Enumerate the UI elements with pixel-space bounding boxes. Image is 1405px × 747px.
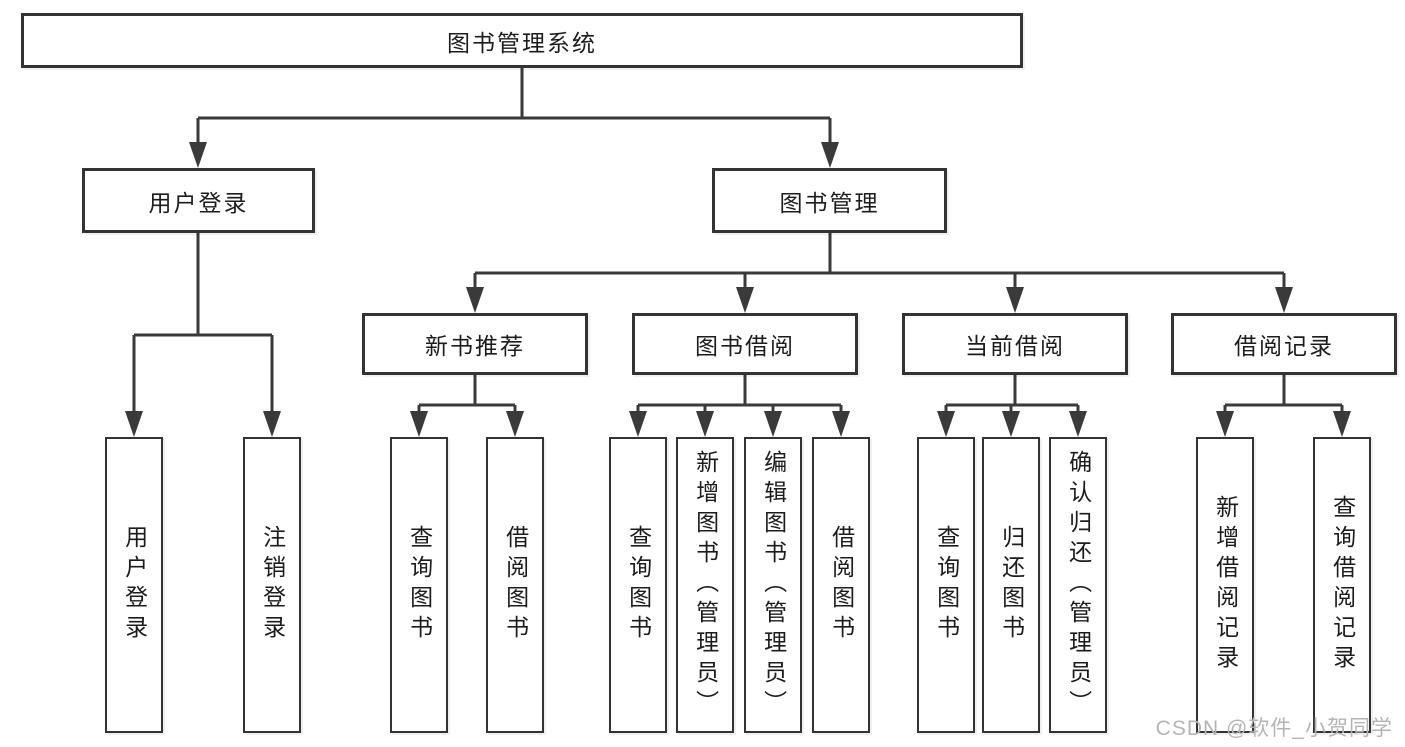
edge-book-borrow-to-leaves (636, 375, 843, 414)
node-leaf-edit-book-admin: 编辑图书（管理员） (744, 437, 802, 733)
arrow-down-icon (1275, 287, 1293, 313)
node-leaf-query-book-1: 查询图书 (390, 437, 448, 733)
node-leaf-user-login: 用户登录 (105, 437, 163, 733)
arrow-down-icon (189, 142, 207, 168)
watermark: CSDN @软件_小贺同学 (1155, 717, 1393, 740)
node-leaf-logout: 注销登录 (243, 437, 301, 733)
arrowheads (125, 142, 1351, 437)
node-leaf-query-book-3: 查询图书 (917, 437, 975, 733)
arrow-down-icon (629, 411, 647, 437)
node-user-login: 用户登录 (82, 168, 315, 233)
arrow-down-icon (1002, 411, 1020, 437)
node-leaf-query-book-2: 查询图书 (609, 437, 667, 733)
node-root: 图书管理系统 (21, 13, 1023, 68)
edge-root-to-level2 (196, 68, 832, 145)
node-leaf-return-book: 归还图书 (982, 437, 1040, 733)
node-book-mgmt: 图书管理 (712, 168, 947, 233)
arrow-down-icon (821, 142, 839, 168)
arrow-down-icon (506, 411, 524, 437)
edge-book-mgmt-to-level3 (473, 233, 1286, 290)
edge-new-book-to-leaves (417, 375, 517, 414)
arrow-down-icon (1333, 411, 1351, 437)
arrow-down-icon (410, 411, 428, 437)
node-leaf-query-borrow-record: 查询借阅记录 (1313, 437, 1371, 733)
arrow-down-icon (1069, 411, 1087, 437)
edge-borrow-record-to-leaves (1223, 375, 1344, 414)
arrow-down-icon (263, 411, 281, 437)
node-leaf-add-book-admin: 新增图书（管理员） (676, 437, 734, 733)
node-leaf-borrow-book-1: 借阅图书 (486, 437, 544, 733)
arrow-down-icon (1216, 411, 1234, 437)
arrow-down-icon (125, 411, 143, 437)
arrow-down-icon (466, 287, 484, 313)
node-leaf-confirm-return-admin: 确认归还（管理员） (1049, 437, 1107, 733)
arrow-down-icon (1006, 287, 1024, 313)
node-new-book: 新书推荐 (362, 313, 588, 375)
arrow-down-icon (937, 411, 955, 437)
node-borrow-record: 借阅记录 (1171, 313, 1397, 375)
node-current-borrow: 当前借阅 (902, 313, 1128, 375)
arrow-down-icon (736, 287, 754, 313)
edge-current-borrow-to-leaves (944, 375, 1080, 414)
arrow-down-icon (764, 411, 782, 437)
edge-user-login-to-leaves (132, 233, 274, 414)
node-leaf-add-borrow-record: 新增借阅记录 (1196, 437, 1254, 733)
node-leaf-borrow-book-2: 借阅图书 (812, 437, 870, 733)
arrow-down-icon (832, 411, 850, 437)
arrow-down-icon (696, 411, 714, 437)
node-book-borrow: 图书借阅 (632, 313, 858, 375)
